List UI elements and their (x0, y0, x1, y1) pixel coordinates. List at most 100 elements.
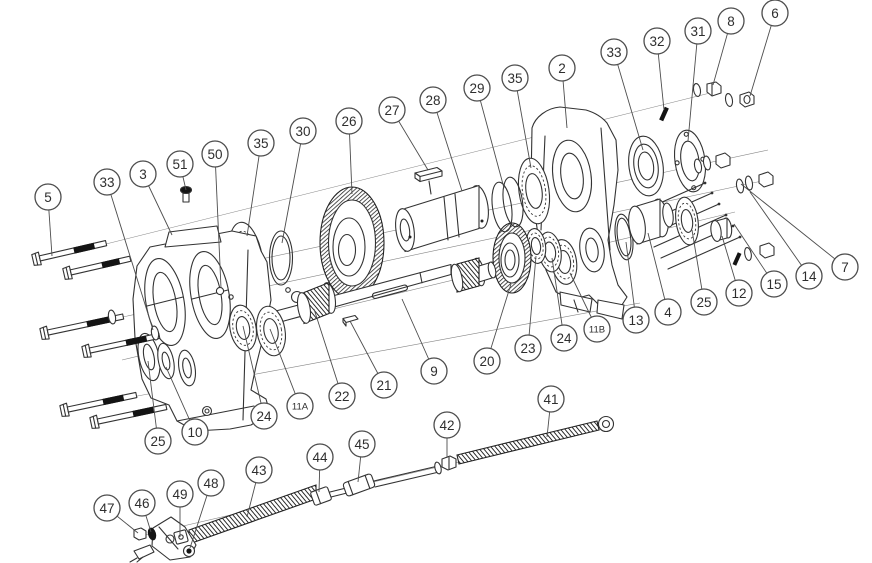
callout-label: 3 (139, 167, 147, 182)
washer-10 (157, 342, 175, 380)
threaded-rod-41 (456, 420, 600, 465)
callout-10-34: 10 (181, 418, 209, 446)
callout-balloon (144, 427, 172, 455)
callout-9-29: 9 (420, 357, 448, 385)
callout-30-6: 30 (289, 117, 317, 145)
callout-label: 9 (430, 364, 438, 379)
callout-13-24: 13 (622, 306, 650, 334)
callout-42-37: 42 (433, 411, 461, 439)
callout-balloon (286, 392, 314, 420)
callout-label: 47 (99, 501, 114, 516)
callout-47-44: 47 (93, 494, 121, 522)
callout-balloon (245, 456, 273, 484)
callout-balloon (247, 129, 275, 157)
callout-label: 49 (172, 487, 187, 502)
callout-2-12: 2 (548, 54, 576, 82)
key-27 (414, 166, 443, 195)
callout-label: 11B (589, 324, 605, 335)
detent-ball-50 (215, 286, 234, 300)
callout-balloon (761, 0, 789, 27)
callout-balloon (643, 27, 671, 55)
callout-balloon (550, 324, 578, 352)
callout-label: 25 (150, 434, 165, 449)
bearing-35-right (517, 157, 551, 225)
callout-label: 50 (207, 147, 222, 162)
callout-4-23: 4 (654, 298, 682, 326)
callout-label: 32 (649, 34, 664, 49)
callout-29-10: 29 (463, 74, 491, 102)
callout-balloon (335, 107, 363, 135)
callout-51-3: 51 (166, 150, 194, 178)
callout-label: 4 (664, 305, 672, 320)
seal-ring-33-right (628, 135, 664, 197)
callout-50-4: 50 (201, 140, 229, 168)
callout-label: 51 (172, 157, 187, 172)
callout-33-1: 33 (93, 168, 121, 196)
bearing-24-left (229, 304, 257, 352)
callout-balloon (725, 279, 753, 307)
housing-bolts-5 (31, 240, 168, 429)
pinion-gear-20 (492, 222, 532, 294)
main-gear-26 (319, 186, 385, 300)
callout-44-39: 44 (306, 443, 334, 471)
callout-11A-32: 11A (286, 392, 314, 420)
callout-46-43: 46 (128, 489, 156, 517)
callout-43-40: 43 (245, 456, 273, 484)
end-cap-12 (710, 217, 733, 242)
callout-label: 46 (134, 496, 149, 511)
callout-label: 14 (801, 269, 817, 284)
callout-balloon (690, 288, 718, 316)
callout-balloon (93, 168, 121, 196)
turnbuckle-45 (342, 473, 376, 497)
bearing-25-right (675, 196, 699, 246)
callout-balloon (654, 298, 682, 326)
shift-linkage (129, 415, 615, 563)
callout-label: 35 (253, 136, 268, 151)
callout-label: 24 (256, 409, 272, 424)
snap-ring-30 (268, 230, 294, 286)
callout-balloon (420, 357, 448, 385)
callout-label: 25 (696, 295, 711, 310)
callout-label: 23 (520, 341, 535, 356)
bolt-8-nut-6 (692, 81, 755, 108)
spacer-cylinder-4 (628, 198, 674, 245)
callout-label: 10 (187, 425, 202, 440)
callout-5-0: 5 (34, 183, 62, 211)
callout-balloon (501, 64, 529, 92)
leader-line-30 (281, 130, 304, 244)
callout-balloon (433, 411, 461, 439)
callout-balloon (166, 150, 194, 178)
callout-label: 42 (439, 418, 454, 433)
leader-line-33 (613, 51, 644, 151)
callout-balloon (548, 54, 576, 82)
callout-label: 26 (341, 114, 356, 129)
callout-label: 28 (425, 93, 440, 108)
leader-line-50 (214, 153, 222, 289)
bolt-washer-33 (107, 309, 117, 325)
callout-balloon (166, 480, 194, 508)
callout-label: 7 (841, 260, 849, 275)
callout-balloon (514, 334, 542, 362)
pivot-bolt-47 (133, 527, 147, 541)
block-49 (173, 529, 189, 545)
callout-20-28: 20 (473, 347, 501, 375)
leader-line-35 (246, 142, 262, 237)
stud-nuts-washers (693, 152, 775, 266)
callout-balloon (583, 315, 611, 343)
callout-35-5: 35 (247, 129, 275, 157)
clevis-44 (310, 486, 332, 506)
callout-label: 44 (312, 450, 328, 465)
callout-3-2: 3 (129, 160, 157, 188)
callout-balloon (473, 347, 501, 375)
callout-25-35: 25 (144, 427, 172, 455)
callout-41-36: 41 (537, 385, 565, 413)
callout-14-19: 14 (795, 262, 823, 290)
callout-27-8: 27 (378, 96, 406, 124)
callout-balloon (622, 306, 650, 334)
leader-line-7 (740, 183, 846, 268)
callout-6-17: 6 (761, 0, 789, 27)
leader-line-28 (432, 99, 463, 192)
callout-48-41: 48 (197, 469, 225, 497)
callout-balloon (128, 489, 156, 517)
